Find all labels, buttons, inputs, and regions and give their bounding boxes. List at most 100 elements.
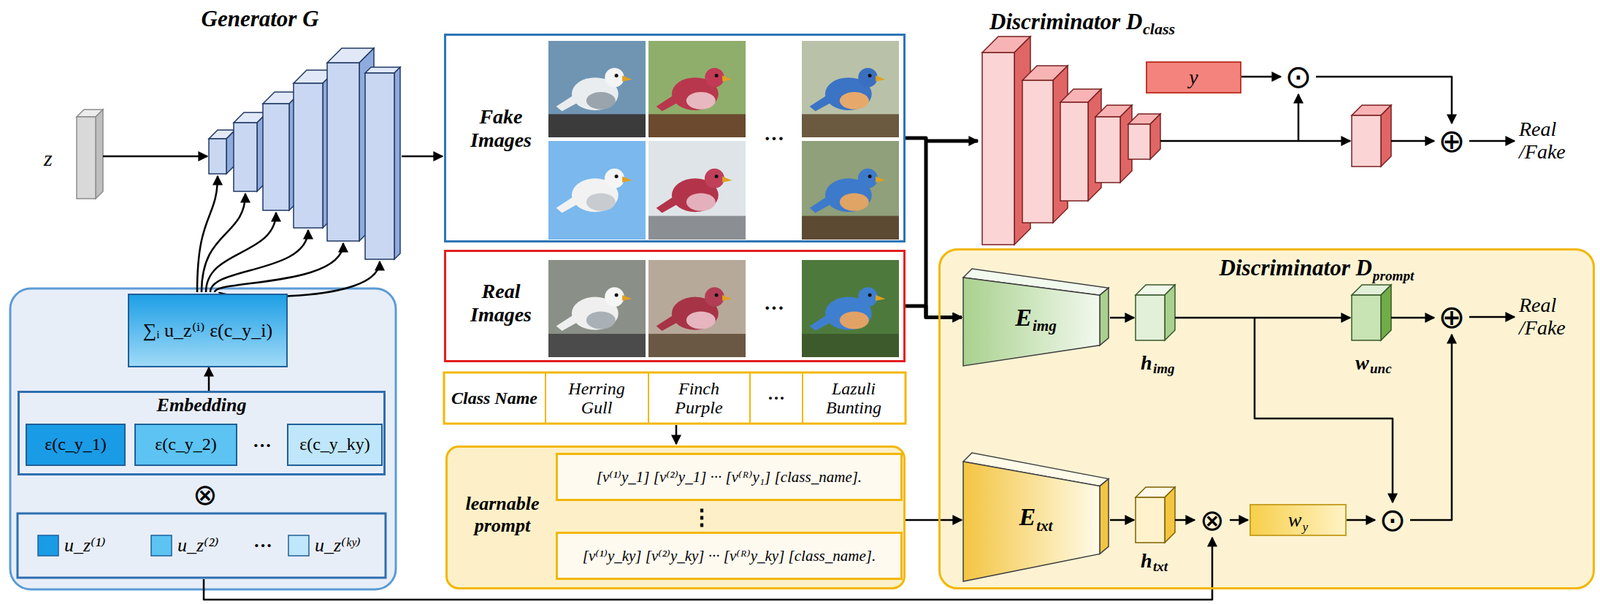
wire — [1469, 316, 1515, 319]
encoder-shape: Eimg — [961, 267, 1110, 368]
wire — [1297, 94, 1300, 141]
variable-name: z — [43, 146, 53, 171]
table-cell: ··· — [767, 388, 786, 408]
wire — [1391, 316, 1435, 320]
bird-eye — [868, 73, 872, 78]
wire — [1315, 76, 1452, 124]
operator-symbol: ⊗ — [1199, 505, 1225, 535]
text-group: ∑ᵢ u_z⁽ⁱ⁾ ε(c_y_i) — [143, 319, 273, 342]
embedding-box: Embeddingε(c_y_1)ε(c_y_2)ε(c_y_ky) — [17, 390, 386, 476]
text-group: Eimg — [1015, 303, 1056, 332]
sum-box: ∑ᵢ u_z⁽ⁱ⁾ ε(c_y_i) — [127, 293, 288, 368]
subscript-text: prompt — [1372, 268, 1415, 284]
bird-belly — [686, 193, 716, 212]
node-text: ε(c_y_2) — [154, 434, 217, 454]
node-text: y — [1188, 65, 1198, 89]
generator-layer — [327, 62, 360, 241]
text-group: Etxt — [1019, 502, 1054, 531]
generator-layer — [293, 83, 323, 228]
bird-eye — [614, 174, 619, 179]
noise-vector-side — [95, 109, 103, 199]
table-divider — [749, 372, 751, 424]
text-group: wy — [1288, 508, 1308, 532]
table-cell: Finch Purple — [658, 379, 740, 418]
bird-beak — [722, 176, 732, 183]
bird-beak — [622, 75, 632, 82]
operator-symbol: ⊕ — [1438, 124, 1466, 158]
weight-square — [151, 535, 172, 556]
section-title: Discriminator D — [989, 9, 1143, 35]
photo-background — [648, 40, 746, 138]
bird-eye — [714, 174, 719, 179]
feature-label: w — [1355, 351, 1370, 375]
table-cell: Lazuli Bunting — [813, 379, 894, 418]
class-discriminator-layer — [1060, 102, 1089, 201]
wire — [675, 425, 678, 444]
discriminator-panel: Discriminator DpromptEimgEtxt wy — [938, 248, 1595, 590]
class-table — [443, 372, 906, 424]
bird-beak — [722, 295, 732, 301]
bird-head — [858, 168, 878, 189]
text-group: [v⁽¹⁾y_1] [v⁽²⁾y_1] ··· [v⁽ᴿ⁾y₁] [class_… — [596, 468, 862, 486]
generator-layer — [208, 138, 227, 174]
photo-background — [801, 259, 899, 358]
unconditional-weight-side — [1380, 284, 1392, 341]
wire — [1391, 140, 1435, 143]
text-group: Discriminator Dprompt — [1123, 254, 1511, 282]
class-head-side — [1380, 105, 1392, 167]
weight-box: wy — [1249, 503, 1347, 537]
section-title: Generator G — [201, 6, 320, 32]
wire — [1469, 140, 1515, 143]
output-label: Real /Fake — [1518, 294, 1587, 340]
photo-background — [548, 140, 646, 240]
bird-eye — [714, 292, 719, 297]
weight-square — [288, 535, 309, 556]
feature-label: h — [1140, 351, 1153, 375]
class-discriminator-layer — [1022, 80, 1054, 223]
node-text: w — [1288, 508, 1303, 531]
embedding-cell: ε(c_y_2) — [134, 423, 238, 466]
text-group: learnable prompt — [450, 492, 555, 537]
generator-layer — [262, 103, 290, 211]
photo-ground — [801, 113, 899, 138]
operator-symbol: ⊗ — [192, 479, 218, 509]
embedding-cell: ε(c_y_1) — [25, 423, 126, 466]
generator-layer-side — [394, 67, 401, 260]
photo-ground — [648, 216, 746, 240]
node-text: ∑ᵢ u_z⁽ⁱ⁾ ε(c_y_i) — [143, 319, 273, 342]
bird-belly — [839, 92, 870, 110]
wire — [1346, 519, 1376, 522]
node-text: Real Images — [470, 279, 532, 326]
wire — [1241, 75, 1281, 79]
bird-belly — [839, 193, 870, 212]
feature-label: h — [1140, 549, 1153, 573]
condition-arrow — [205, 212, 277, 293]
bird-head — [704, 67, 724, 87]
wire — [1109, 316, 1135, 320]
photo-ground — [548, 333, 646, 358]
bird-head — [704, 286, 725, 307]
encoder-front — [963, 277, 1100, 366]
bird-eye — [868, 174, 872, 179]
table-cell: Class Name — [450, 388, 539, 408]
node-text: learnable prompt — [465, 492, 539, 537]
table-divider — [544, 372, 547, 424]
photo-ground — [801, 216, 899, 240]
table-cell: Herring Gull — [556, 379, 637, 418]
unconditional-weight — [1351, 295, 1381, 341]
photo-ground — [548, 216, 646, 240]
bird-beak — [875, 176, 886, 183]
encoder-outline — [961, 451, 1110, 583]
connector — [905, 138, 962, 318]
prompt-box: [v⁽¹⁾y_1] [v⁽²⁾y_1] ··· [v⁽ᴿ⁾y₁] [class_… — [555, 452, 903, 501]
ellipsis: ··· — [252, 435, 272, 457]
ellipsis: ··· — [763, 127, 785, 151]
generator-layer — [233, 122, 258, 192]
image-group-box: Real Images — [443, 249, 906, 363]
wire — [925, 139, 978, 144]
bird-eye — [614, 73, 619, 78]
photo-ground — [548, 113, 646, 138]
embedding-cell: ε(c_y_ky) — [286, 423, 383, 466]
node-text: [v⁽¹⁾y_1] [v⁽²⁾y_1] ··· [v⁽ᴿ⁾y₁] [class_… — [596, 468, 862, 486]
